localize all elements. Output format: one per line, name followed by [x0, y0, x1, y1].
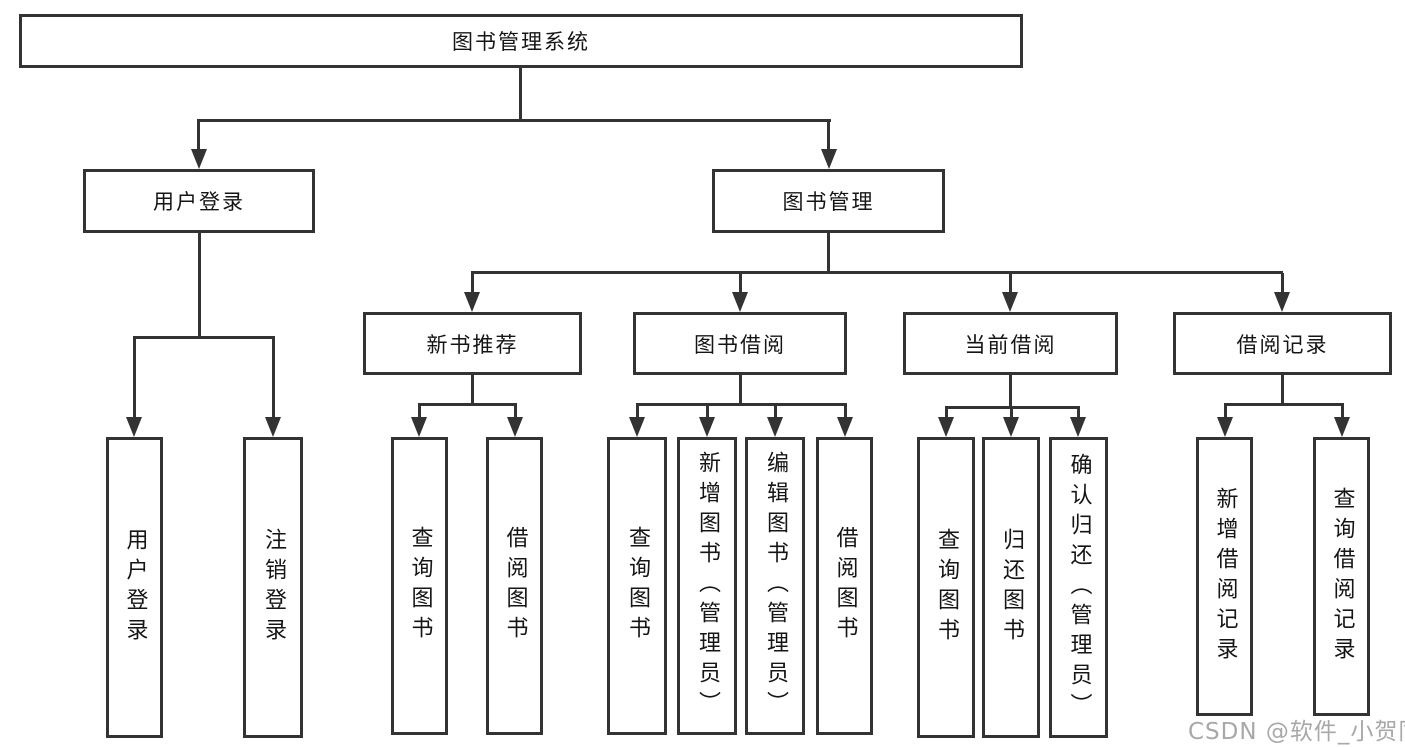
node-borrow-records: 借阅记录 [1173, 312, 1392, 375]
connector-line [1341, 405, 1344, 417]
leaf-bb-borrow-book: 借阅图书 [816, 437, 873, 735]
arrowhead-down-icon [1070, 417, 1086, 437]
arrowhead-down-icon [265, 417, 281, 437]
node-label: 归还图书 [999, 527, 1024, 648]
connector-line [418, 405, 421, 417]
leaf-bb-query-book: 查询图书 [607, 437, 667, 735]
node-label: 编辑图书（管理员） [763, 451, 788, 721]
leaf-cb-return-book: 归还图书 [982, 437, 1040, 738]
connector-line [1009, 375, 1012, 408]
connector-line [519, 68, 522, 121]
connector-line [471, 375, 474, 405]
node-new-book-recommend: 新书推荐 [363, 312, 582, 375]
node-user-login: 用户登录 [83, 169, 315, 233]
node-label: 图书借阅 [694, 332, 786, 357]
leaf-cb-query-book: 查询图书 [917, 437, 975, 738]
watermark: CSDN @软件_小贺同学 [1188, 719, 1405, 745]
arrowhead-down-icon [507, 417, 523, 437]
arrowhead-down-icon [938, 417, 954, 437]
connector-line [739, 273, 742, 293]
node-label: 注销登录 [261, 527, 286, 648]
node-book-borrow: 图书借阅 [633, 312, 847, 375]
connector-line [636, 405, 639, 417]
node-label: 图书管理 [782, 190, 875, 214]
connector-line [827, 121, 830, 151]
leaf-br-add-borrow-record: 新增借阅记录 [1196, 437, 1253, 716]
node-book-management-system: 图书管理系统 [19, 14, 1023, 68]
node-label: 确认归还（管理员） [1066, 452, 1092, 723]
connector-line [197, 121, 200, 151]
connector-line [1077, 408, 1080, 417]
node-book-management: 图书管理 [712, 169, 945, 233]
node-label: 查询图书 [407, 526, 433, 646]
connector-line [471, 271, 1283, 274]
connector-line [514, 405, 517, 417]
leaf-cb-confirm-return-admin: 确认归还（管理员） [1049, 437, 1108, 738]
node-label: 新增借阅记录 [1212, 486, 1238, 667]
arrowhead-down-icon [767, 417, 783, 437]
node-label: 新书推荐 [426, 332, 519, 357]
arrowhead-down-icon [126, 417, 142, 437]
node-label: 当前借阅 [964, 332, 1057, 357]
arrowhead-down-icon [732, 292, 748, 312]
leaf-br-query-borrow-record: 查询借阅记录 [1313, 437, 1370, 716]
connector-line [272, 338, 275, 417]
connector-line [198, 233, 201, 338]
connector-line [706, 405, 709, 417]
node-current-borrow: 当前借阅 [903, 312, 1118, 375]
leaf-bb-add-book-admin: 新增图书（管理员） [677, 437, 737, 735]
leaf-user-login: 用户登录 [106, 437, 163, 738]
connector-line [739, 375, 742, 405]
connector-line [197, 119, 831, 122]
leaf-nbr-borrow-book: 借阅图书 [486, 437, 543, 735]
arrowhead-down-icon [411, 417, 427, 437]
connector-line [418, 403, 517, 406]
node-label: 借阅图书 [832, 526, 858, 646]
connector-line [844, 405, 847, 417]
leaf-nbr-query-book: 查询图书 [391, 437, 448, 735]
arrowhead-down-icon [464, 292, 480, 312]
arrowhead-down-icon [629, 417, 645, 437]
node-label: 查询图书 [625, 526, 650, 646]
node-label: 查询图书 [934, 527, 959, 648]
node-label: 借阅图书 [502, 526, 528, 646]
connector-line [1224, 403, 1344, 406]
connector-line [827, 233, 830, 273]
node-label: 用户登录 [122, 527, 148, 648]
arrowhead-down-icon [1003, 417, 1019, 437]
node-label: 查询借阅记录 [1329, 486, 1355, 667]
connector-line [1224, 405, 1227, 417]
arrowhead-down-icon [191, 149, 207, 169]
connector-line [133, 338, 136, 417]
node-label: 图书管理系统 [452, 30, 590, 54]
connector-line [774, 405, 777, 417]
arrowhead-down-icon [821, 149, 837, 169]
arrowhead-down-icon [1274, 292, 1290, 312]
node-label: 借阅记录 [1236, 332, 1329, 357]
connector-line [471, 273, 474, 293]
arrowhead-down-icon [699, 417, 715, 437]
arrowhead-down-icon [1217, 417, 1233, 437]
connector-line [1281, 273, 1284, 293]
connector-line [1009, 273, 1012, 293]
leaf-bb-edit-book-admin: 编辑图书（管理员） [745, 437, 805, 735]
connector-line [133, 336, 275, 339]
connector-line [1281, 375, 1284, 405]
node-label: 新增图书（管理员） [695, 451, 720, 721]
connector-line [1010, 408, 1013, 417]
arrowhead-down-icon [1334, 417, 1350, 437]
connector-line [636, 403, 847, 406]
node-label: 用户登录 [153, 190, 245, 214]
connector-line [945, 408, 948, 417]
leaf-logout: 注销登录 [243, 437, 303, 738]
connector-line [945, 406, 1080, 409]
arrowhead-down-icon [1002, 292, 1018, 312]
arrowhead-down-icon [837, 417, 853, 437]
